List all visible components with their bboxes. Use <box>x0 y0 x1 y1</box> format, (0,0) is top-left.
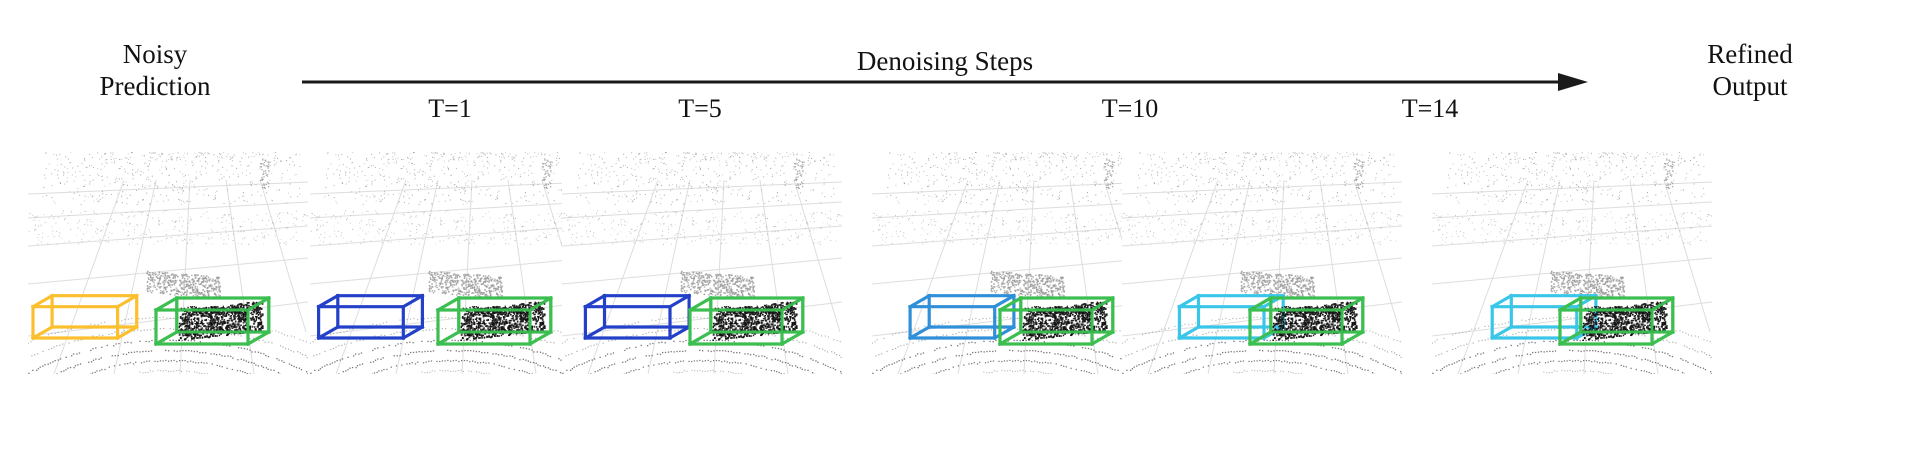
pointcloud-panel-t14 <box>1122 122 1402 374</box>
pointcloud-panel-t5 <box>562 122 842 374</box>
pointcloud-render <box>28 152 308 374</box>
step-label-t10: T=10 <box>1101 94 1159 123</box>
ground-truth-3d-box-overlay <box>1247 295 1365 347</box>
step-label-t14: T=14 <box>1401 94 1459 123</box>
ground-grid <box>562 179 842 374</box>
noisy-prediction-label-line2: Prediction <box>99 71 211 101</box>
pointcloud-render <box>1122 152 1402 374</box>
pointcloud-render <box>872 152 1152 374</box>
refined-output-label-line2: Output <box>1712 71 1788 101</box>
step-label-t1: T=1 <box>428 94 472 123</box>
pointcloud-panel-t10 <box>872 122 1152 374</box>
ground-truth-3d-box-overlay <box>997 295 1115 347</box>
predicted-3d-box <box>1177 293 1286 341</box>
lidar-sweep-arcs <box>28 316 308 374</box>
noisy-prediction-label: Noisy Prediction <box>30 38 280 102</box>
gray-point-cluster <box>146 270 222 299</box>
background-points <box>1122 152 1402 245</box>
gray-point-cluster <box>428 270 504 299</box>
background-points <box>1432 152 1712 245</box>
denoising-steps-title: Denoising Steps <box>844 46 1046 76</box>
ground-truth-3d-box-overlay <box>1557 295 1675 347</box>
gray-point-cluster <box>990 270 1066 299</box>
lidar-sweep-arcs <box>1432 316 1712 374</box>
denoising-steps-arrow-group: Denoising Steps <box>300 46 1590 92</box>
pointcloud-panel-refined-output <box>1432 122 1712 374</box>
gray-point-cluster <box>1550 270 1626 299</box>
predicted-3d-box <box>316 293 425 341</box>
noisy-prediction-label-line1: Noisy <box>122 39 188 69</box>
pointcloud-panel-noisy-prediction <box>28 122 308 374</box>
pointcloud-panel-t1 <box>310 122 590 374</box>
pointcloud-render <box>310 152 590 374</box>
background-points <box>562 152 842 245</box>
ground-truth-3d-box-overlay <box>435 295 553 347</box>
predicted-3d-box <box>907 293 1017 341</box>
denoising-arrow-icon <box>302 73 1588 91</box>
pointcloud-render <box>562 152 842 374</box>
predicted-3d-box <box>583 293 692 341</box>
predicted-3d-box <box>30 293 139 341</box>
gray-point-cluster <box>680 270 756 299</box>
refined-output-label-line1: Refined <box>1707 39 1793 69</box>
step-label-t5: T=5 <box>678 94 722 123</box>
pointcloud-render <box>1432 152 1712 374</box>
ground-truth-3d-box-overlay <box>687 295 805 347</box>
background-points <box>28 152 308 245</box>
ground-grid <box>1432 179 1712 374</box>
ground-truth-3d-box-overlay <box>153 295 271 347</box>
background-points <box>310 152 590 245</box>
refined-output-label: Refined Output <box>1625 38 1875 102</box>
